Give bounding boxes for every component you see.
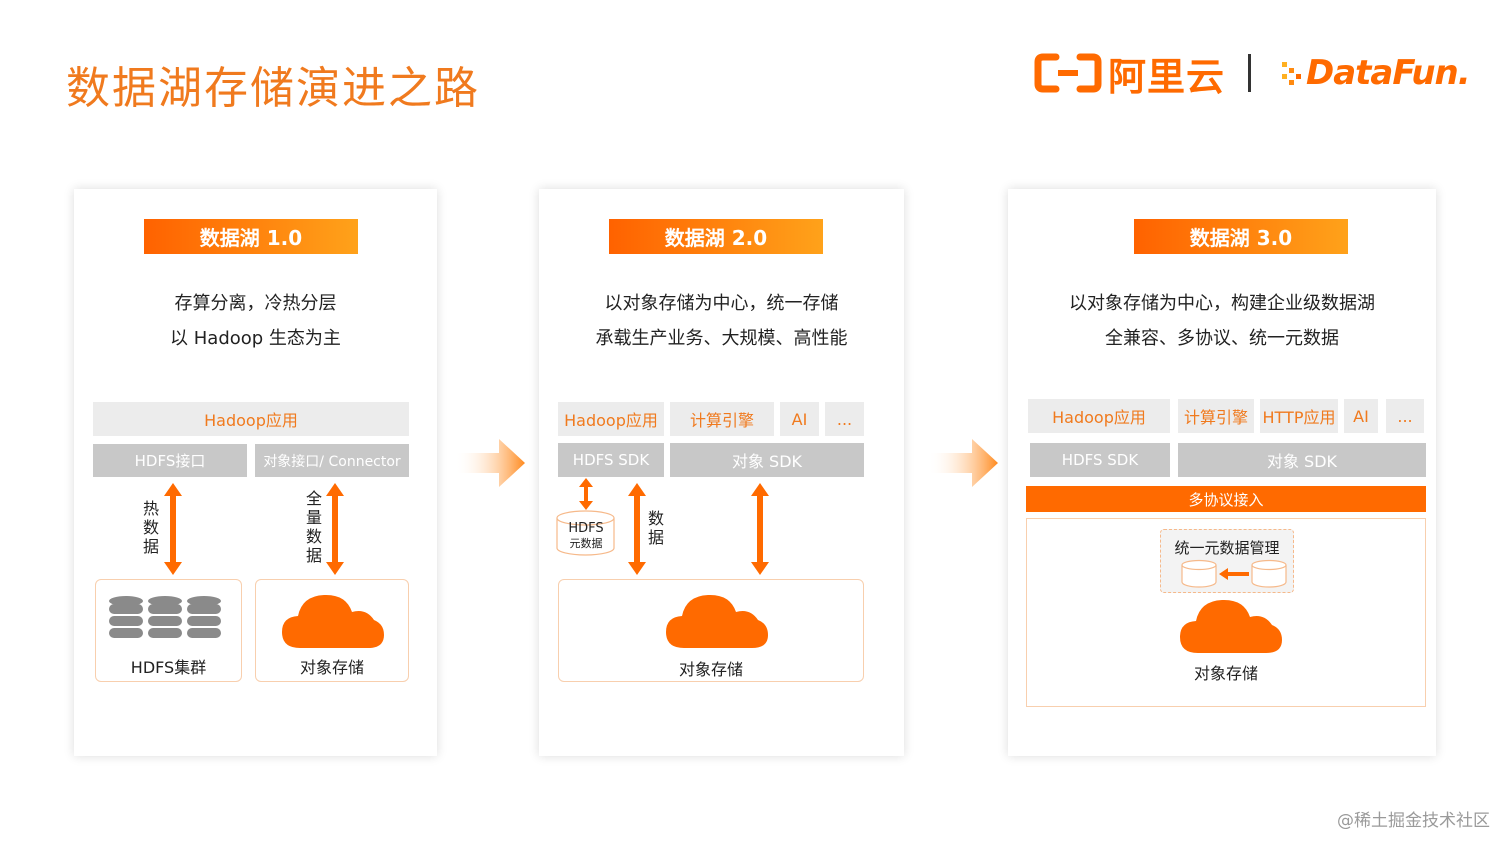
aliyun-logo: 阿里云 (1034, 50, 1225, 99)
hdfs-sdk-box: HDFS SDK (558, 443, 664, 477)
object-storage-box: 对象存储 (255, 579, 409, 682)
app-box: AI (780, 402, 819, 436)
hdfs-sdk-box: HDFS SDK (1030, 443, 1170, 477)
data-label: 数据 (647, 509, 664, 547)
hdfs-cluster-box: HDFS集群 (95, 579, 242, 682)
description-line: 存算分离，冷热分层 (174, 293, 337, 314)
watermark: @稀土掘金技术社区 (1337, 811, 1490, 831)
metadata-management-label: 统一元数据管理 (1174, 539, 1280, 557)
object-sdk-box: 对象 SDK (670, 443, 864, 477)
object-storage-label: 对象存储 (678, 660, 743, 679)
hadoop-app-box: Hadoop应用 (93, 402, 409, 436)
double-arrow-icon (326, 483, 344, 575)
arrow-left-icon (1219, 568, 1249, 580)
panel-datalake-3: 数据湖 3.0 以对象存储为中心，构建企业级数据湖 全兼容、多协议、统一元数据 … (1008, 189, 1436, 756)
aliyun-bracket-icon (1034, 53, 1102, 93)
app-box: 计算引擎 (670, 402, 774, 436)
arrow-right-icon (928, 439, 998, 487)
description-line: 以对象存储为中心，统一存储 (604, 293, 839, 314)
hdfs-meta-label: 元数据 (569, 537, 603, 550)
panel-datalake-1: 数据湖 1.0 存算分离，冷热分层 以 Hadoop 生态为主 Hadoop应用… (74, 189, 437, 756)
description-line: 以 Hadoop 生态为主 (170, 328, 341, 349)
cylinder-icon (556, 510, 615, 556)
datafun-pixels-icon (1282, 62, 1301, 85)
description-line: 以对象存储为中心，构建企业级数据湖 (1069, 293, 1375, 314)
object-storage-label: 对象存储 (1193, 664, 1258, 683)
storage-container: 统一元数据管理 对象存储 (1026, 518, 1426, 707)
datafun-logo-text: DataFun. (1306, 53, 1471, 93)
datafun-logo: DataFun. (1280, 50, 1471, 96)
metadata-management-box: 统一元数据管理 (1160, 529, 1294, 593)
multi-protocol-bar: 多协议接入 (1026, 486, 1426, 512)
description-line: 承载生产业务、大规模、高性能 (595, 328, 848, 349)
app-box: ... (825, 402, 864, 436)
panel-datalake-2: 数据湖 2.0 以对象存储为中心，统一存储 承载生产业务、大规模、高性能 Had… (539, 189, 904, 756)
double-arrow-icon (579, 478, 593, 510)
hot-data-label: 热数据 (142, 499, 159, 556)
logo-divider (1248, 54, 1251, 92)
page-title: 数据湖存储演进之路 (66, 63, 480, 114)
object-storage-label: 对象存储 (299, 658, 364, 677)
object-sdk-box: 对象 SDK (1178, 443, 1426, 477)
app-box: AI (1344, 399, 1378, 433)
version-badge: 数据湖 2.0 (609, 219, 823, 254)
cloud-icon (282, 594, 384, 648)
cylinder-icon (1181, 559, 1217, 588)
double-arrow-icon (164, 483, 182, 575)
double-arrow-icon (751, 483, 769, 575)
object-storage-box: 对象存储 (558, 579, 864, 682)
full-data-label: 全量数据 (305, 489, 322, 565)
version-badge: 数据湖 3.0 (1134, 219, 1348, 254)
hdfs-interface-box: HDFS接口 (93, 444, 247, 477)
description-line: 全兼容、多协议、统一元数据 (1105, 328, 1339, 349)
hdfs-cluster-label: HDFS集群 (130, 658, 207, 677)
cloud-icon (666, 594, 768, 648)
arrow-right-icon (455, 439, 525, 487)
version-badge: 数据湖 1.0 (144, 219, 358, 254)
app-box: 计算引擎 (1178, 399, 1254, 433)
cloud-icon (1180, 599, 1282, 653)
object-interface-box: 对象接口/ Connector (255, 444, 409, 477)
double-arrow-icon (628, 483, 646, 575)
app-box: Hadoop应用 (558, 402, 664, 436)
app-box: Hadoop应用 (1028, 399, 1170, 433)
cylinder-icon (1251, 559, 1287, 588)
aliyun-logo-text: 阿里云 (1108, 54, 1226, 99)
hdfs-meta-label: HDFS (568, 521, 604, 536)
database-stack-icon (109, 596, 221, 638)
app-box: ... (1386, 399, 1424, 433)
app-box: HTTP应用 (1260, 399, 1338, 433)
